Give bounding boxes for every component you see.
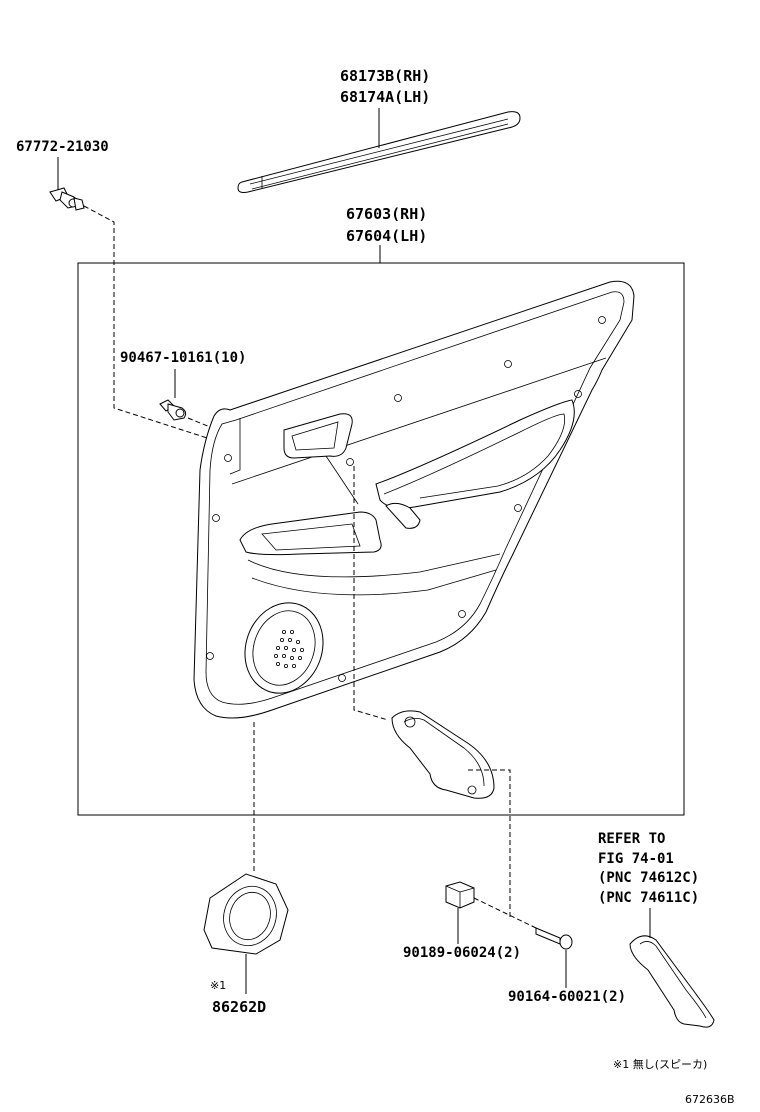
belt-moulding (237, 111, 521, 193)
label-board-lh: 67604(LH) (346, 227, 427, 245)
clip-main-icon (49, 187, 85, 211)
dash-nut-screw (473, 897, 537, 929)
speaker-grille-holes (273, 630, 304, 669)
door-trim-board (193, 280, 635, 719)
screw-icon (535, 927, 573, 950)
footnote: ※1 無し(スピーカ) (613, 1057, 707, 1071)
dash-clip-main (83, 205, 233, 447)
grip-part (629, 935, 715, 1028)
label-nut: 90189-06024(2) (403, 945, 521, 961)
dash-nut (468, 769, 511, 918)
label-note-mark: ※1 (210, 979, 226, 992)
dash-handle (353, 466, 389, 721)
label-refer-2: FIG 74-01 (598, 851, 674, 867)
label-spacer: 86262D (212, 998, 266, 1016)
label-screw: 90164-60021(2) (508, 989, 626, 1005)
board-crease (325, 455, 359, 505)
label-moulding-lh: 68174A(LH) (340, 88, 430, 106)
pull-handle (391, 710, 495, 799)
board-frame (77, 262, 685, 816)
label-refer-1: REFER TO (598, 831, 665, 847)
label-clip-main: 67772-21030 (16, 139, 109, 155)
clip-trim-icon (159, 399, 187, 421)
speaker-spacer-icon (203, 873, 289, 955)
label-refer-4: (PNC 74611C) (598, 890, 699, 906)
label-moulding-rh: 68173B(RH) (340, 67, 430, 85)
nut-icon (445, 881, 475, 909)
label-refer-3: (PNC 74612C) (598, 870, 699, 886)
figure-id: 672636B (685, 1093, 735, 1106)
label-clip-trim: 90467-10161(10) (120, 350, 246, 366)
label-board-rh: 67603(RH) (346, 205, 427, 223)
